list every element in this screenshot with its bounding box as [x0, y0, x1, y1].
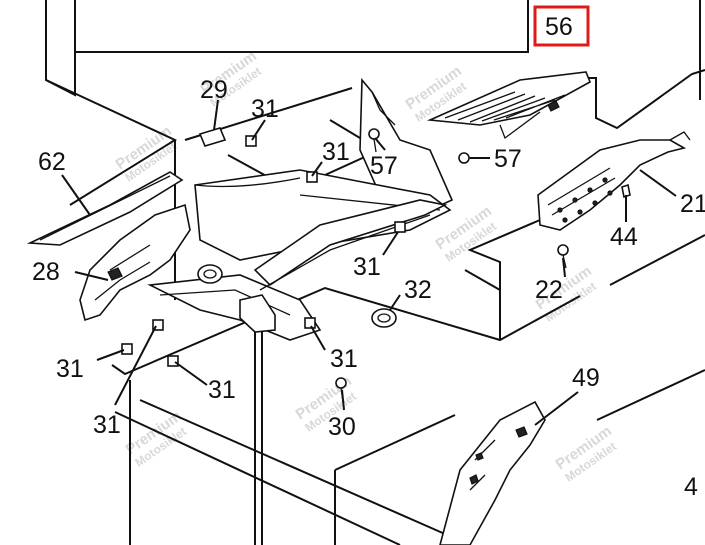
leader-lines [61, 99, 677, 426]
callout-31: 31 [353, 253, 381, 281]
callout-57: 57 [494, 145, 522, 173]
callout-44: 44 [610, 223, 638, 251]
callout-30: 30 [328, 413, 356, 441]
callout-31: 31 [330, 345, 358, 373]
callout-22: 22 [535, 276, 563, 304]
callout-62: 62 [38, 148, 66, 176]
part-56-grille [426, 71, 592, 140]
callout-4: 4 [684, 473, 698, 501]
callout-28: 28 [32, 258, 60, 286]
callout-57: 57 [370, 152, 398, 180]
callout-49: 49 [572, 364, 600, 392]
callout-56: 56 [545, 13, 573, 41]
part-32-grommet [197, 264, 397, 328]
panel-outlines [45, 0, 705, 545]
callout-31: 31 [208, 376, 236, 404]
part-21-bracket [537, 131, 691, 231]
callout-labels: 56 29 31 62 31 57 57 21 44 28 31 32 22 3… [32, 13, 705, 501]
callout-29: 29 [200, 76, 228, 104]
part-62-pad [26, 171, 184, 246]
callout-31: 31 [93, 411, 121, 439]
highlight-box [533, 5, 590, 47]
part-29-block [198, 127, 227, 147]
callout-32: 32 [404, 276, 432, 304]
part-49-panel [439, 400, 546, 545]
callout-31: 31 [322, 138, 350, 166]
callout-31: 31 [56, 355, 84, 383]
callout-31: 31 [251, 95, 279, 123]
callout-21: 21 [680, 190, 705, 218]
part-28-fairing [79, 203, 191, 322]
